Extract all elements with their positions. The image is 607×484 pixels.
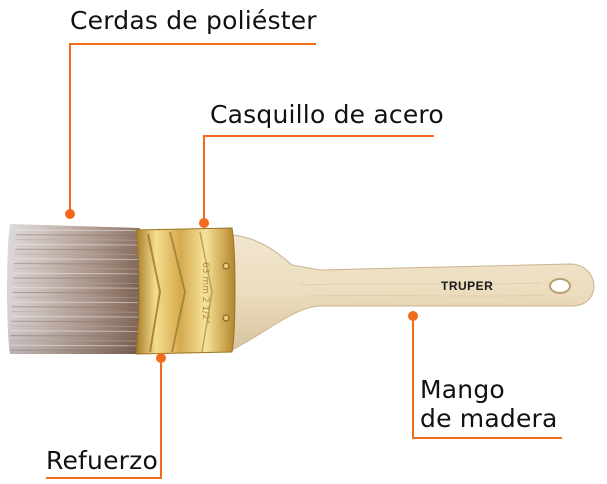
- label-bristles: Cerdas de poliéster: [70, 6, 317, 35]
- bristle-strand: [15, 229, 139, 232]
- ferrule-crimp: [199, 231, 213, 353]
- label-handle-line2: de madera: [420, 404, 558, 433]
- label-reinforcement: Refuerzo: [46, 446, 158, 475]
- label-handle: Mango de madera: [420, 375, 558, 433]
- bristle-strand: [11, 315, 139, 318]
- marker-dot-reinforcement: [156, 353, 166, 363]
- label-handle-line1: Mango: [420, 375, 505, 404]
- bristle-strand: [12, 301, 139, 304]
- bristle-strand: [15, 243, 139, 246]
- ferrule-stamp: 63 mm 2 1/2": [200, 262, 210, 324]
- marker-dot-handle: [408, 311, 418, 321]
- bristle-strand: [11, 320, 139, 323]
- bristle-strand: [9, 349, 139, 352]
- bristle-strand: [10, 339, 139, 342]
- bristle-strand: [14, 258, 139, 260]
- handle-grain: [309, 294, 546, 297]
- bristle-strand: [10, 325, 139, 328]
- bristle-strand: [11, 311, 139, 313]
- bristle-strand: [12, 287, 139, 289]
- marker-dot-ferrule: [199, 218, 209, 228]
- bristle-strand: [11, 306, 139, 308]
- bristle-strand: [13, 272, 139, 275]
- marker-dot-bristles: [65, 209, 75, 219]
- leader-line-handle: [412, 316, 562, 439]
- hanging-hole: [549, 278, 571, 294]
- bristles-shade: [7, 224, 140, 354]
- bristle-strand: [13, 282, 139, 284]
- ferrule-crimp: [169, 231, 187, 353]
- ferrule-rivet: [222, 262, 230, 270]
- bristle-strand: [9, 344, 139, 347]
- leader-line-bristles: [69, 43, 316, 212]
- bristle-strand: [10, 335, 139, 337]
- bristle-strands: [9, 229, 139, 352]
- bristle-strand: [15, 239, 139, 241]
- bristle-strand: [14, 263, 139, 265]
- label-ferrule: Casquillo de acero: [210, 100, 444, 129]
- bristle-strand: [14, 248, 139, 251]
- bristle-strand: [13, 267, 139, 270]
- leader-line-ferrule: [203, 135, 434, 222]
- bristle-strand: [14, 253, 139, 256]
- bristle-strand: [12, 291, 139, 294]
- ferrule-rivet: [222, 314, 230, 322]
- bristle-strand: [15, 234, 139, 236]
- handle-grain: [299, 282, 541, 286]
- ferrule-crimp: [147, 233, 162, 353]
- brand-logo: TRUPER: [441, 279, 493, 293]
- wooden-handle: [229, 234, 595, 351]
- leader-line-reinforcement: [46, 360, 162, 479]
- bristle-strand: [10, 330, 139, 332]
- bristle-strand: [13, 277, 139, 280]
- bristle-strand: [12, 296, 139, 299]
